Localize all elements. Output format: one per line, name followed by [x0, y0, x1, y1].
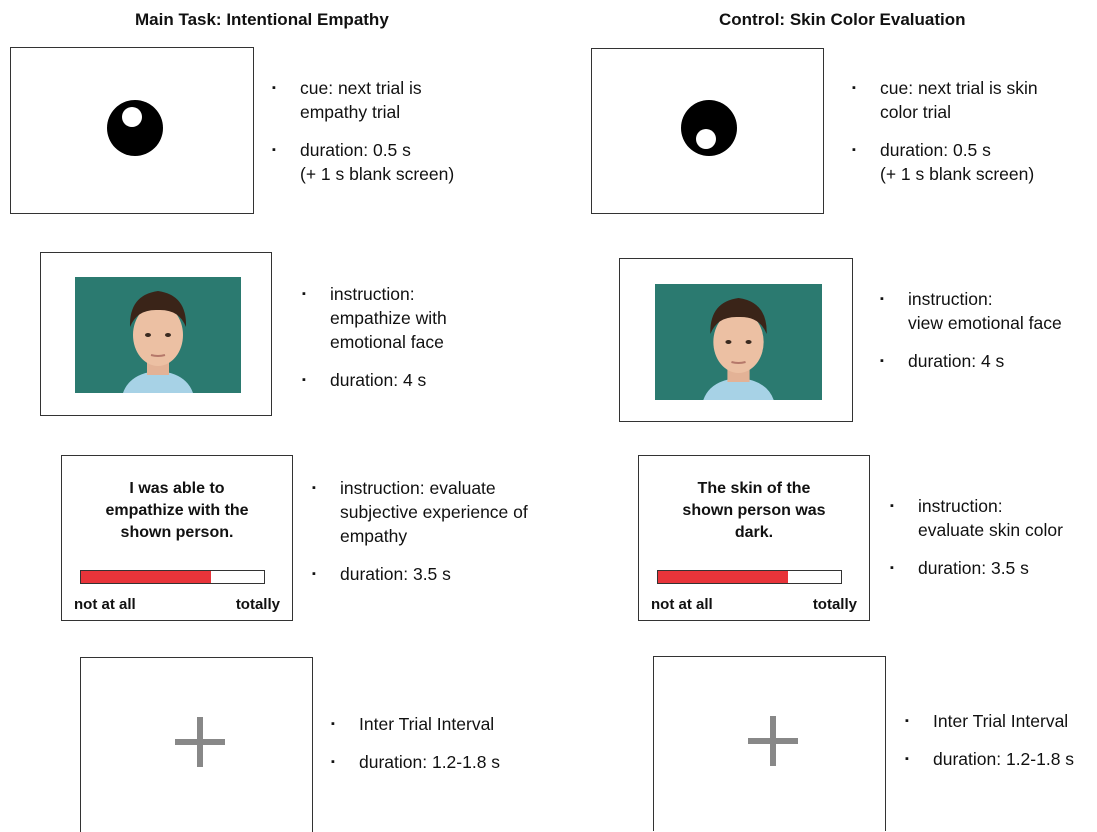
left-stimulus-bullets: instruction: empathize with emotional fa… — [302, 282, 447, 406]
right-cue-screen — [591, 48, 824, 214]
bullet-item: duration: 4 s — [880, 349, 1062, 373]
face-photo — [75, 277, 241, 393]
left-column-title: Main Task: Intentional Empathy — [135, 10, 389, 29]
rating-low-anchor: not at all — [651, 596, 713, 613]
bullet-item: duration: 3.5 s — [312, 562, 528, 586]
rating-question: The skin of the shown person was dark. — [682, 480, 826, 541]
bullet-item: instruction: empathize with emotional fa… — [302, 282, 447, 354]
right-stimulus-bullets: instruction: view emotional face duratio… — [880, 287, 1062, 387]
left-iti-bullets: Inter Trial Interval duration: 1.2-1.8 s — [331, 712, 500, 788]
cue-dot-lower-icon — [681, 100, 737, 156]
right-cue-bullets: cue: next trial is skin color trial dura… — [852, 76, 1038, 200]
left-cue-bullets: cue: next trial is empathy trial duratio… — [272, 76, 454, 200]
cue-dot-upper-icon — [107, 100, 163, 156]
right-iti-screen — [653, 656, 886, 831]
face-photo — [655, 284, 822, 400]
right-rating-bullets: instruction: evaluate skin color duratio… — [890, 494, 1063, 594]
left-iti-screen — [80, 657, 313, 832]
bullet-item: duration: 0.5 s (+ 1 s blank screen) — [272, 138, 454, 186]
rating-scale-fill — [81, 571, 211, 583]
bullet-item: instruction: view emotional face — [880, 287, 1062, 335]
bullet-item: instruction: evaluate skin color — [890, 494, 1063, 542]
left-rating-bullets: instruction: evaluate subjective experie… — [312, 476, 528, 600]
rating-scale-bar — [657, 570, 842, 584]
fixation-cross-icon — [175, 717, 225, 767]
bullet-item: duration: 0.5 s (+ 1 s blank screen) — [852, 138, 1038, 186]
right-stimulus-screen — [619, 258, 853, 422]
left-rating-screen: I was able to empathize with the shown p… — [61, 455, 293, 621]
left-cue-screen — [10, 47, 254, 214]
bullet-item: duration: 4 s — [302, 368, 447, 392]
bullet-item: duration: 1.2-1.8 s — [331, 750, 500, 774]
rating-high-anchor: totally — [812, 596, 857, 613]
left-stimulus-screen — [40, 252, 272, 416]
bullet-item: cue: next trial is empathy trial — [272, 76, 454, 124]
bullet-item: cue: next trial is skin color trial — [852, 76, 1038, 124]
rating-high-anchor: totally — [235, 596, 280, 613]
fixation-cross-icon — [748, 716, 798, 766]
rating-question: I was able to empathize with the shown p… — [105, 480, 249, 541]
right-iti-bullets: Inter Trial Interval duration: 1.2-1.8 s — [905, 709, 1074, 785]
bullet-item: instruction: evaluate subjective experie… — [312, 476, 528, 548]
rating-scale-bar — [80, 570, 265, 584]
bullet-item: Inter Trial Interval — [331, 712, 500, 736]
bullet-item: duration: 3.5 s — [890, 556, 1063, 580]
rating-low-anchor: not at all — [74, 596, 136, 613]
bullet-item: duration: 1.2-1.8 s — [905, 747, 1074, 771]
right-column-title: Control: Skin Color Evaluation — [719, 10, 966, 29]
rating-scale-fill — [658, 571, 788, 583]
right-rating-screen: The skin of the shown person was dark. n… — [638, 455, 870, 621]
bullet-item: Inter Trial Interval — [905, 709, 1074, 733]
